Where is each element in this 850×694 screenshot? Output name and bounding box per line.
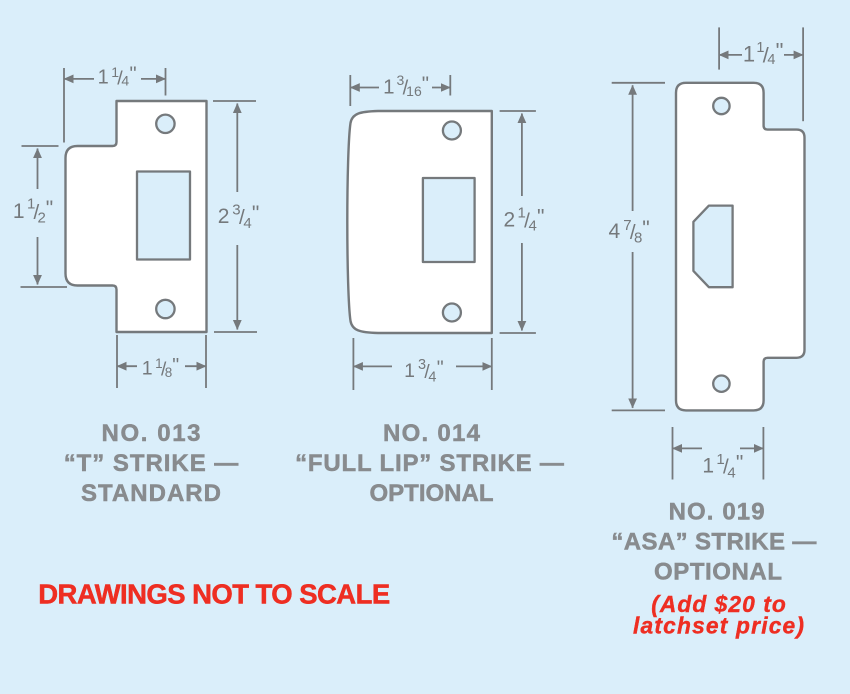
svg-text:4: 4 <box>428 369 436 385</box>
svg-text:OPTIONAL: OPTIONAL <box>654 559 782 586</box>
svg-text:3: 3 <box>418 357 426 373</box>
svg-text:4: 4 <box>767 52 775 68</box>
svg-text:“ASA” STRIKE —: “ASA” STRIKE — <box>611 529 816 556</box>
svg-text:1: 1 <box>404 360 415 382</box>
svg-text:(Add $20 to: (Add $20 to <box>651 591 786 617</box>
svg-text:1: 1 <box>111 64 119 80</box>
svg-text:NO. 014: NO. 014 <box>383 420 481 447</box>
svg-text:8: 8 <box>165 365 173 380</box>
svg-text:": " <box>422 73 429 96</box>
svg-text:4: 4 <box>243 215 251 232</box>
svg-text:16: 16 <box>406 83 422 99</box>
svg-text:1: 1 <box>756 40 764 56</box>
svg-text:3: 3 <box>396 72 404 88</box>
svg-text:4: 4 <box>608 220 620 243</box>
svg-text:/: / <box>524 209 530 232</box>
svg-text:/: / <box>117 68 123 90</box>
svg-text:“T” STRIKE —: “T” STRIKE — <box>64 450 239 477</box>
svg-text:/: / <box>630 221 636 244</box>
svg-text:3: 3 <box>232 201 240 218</box>
svg-text:": " <box>46 197 53 220</box>
svg-text:": " <box>252 202 259 225</box>
svg-text:": " <box>172 355 179 377</box>
svg-text:2: 2 <box>218 205 230 228</box>
svg-text:DRAWINGS NOT TO SCALE: DRAWINGS NOT TO SCALE <box>38 579 390 610</box>
svg-text:1: 1 <box>383 76 394 99</box>
svg-text:4: 4 <box>727 465 735 482</box>
svg-text:4: 4 <box>529 218 537 235</box>
svg-text:/: / <box>403 78 409 100</box>
svg-text:1: 1 <box>716 451 724 468</box>
svg-text:4: 4 <box>121 72 129 88</box>
svg-text:": " <box>437 357 444 379</box>
svg-text:1: 1 <box>142 358 153 380</box>
svg-text:1: 1 <box>13 200 25 223</box>
svg-text:/: / <box>424 362 430 383</box>
svg-text:NO. 019: NO. 019 <box>669 499 765 526</box>
svg-text:2: 2 <box>504 208 516 231</box>
svg-text:1: 1 <box>743 41 755 66</box>
svg-text:OPTIONAL: OPTIONAL <box>370 480 494 507</box>
svg-text:1: 1 <box>98 67 109 89</box>
svg-text:“FULL LIP” STRIKE —: “FULL LIP” STRIKE — <box>295 450 564 477</box>
svg-text:1: 1 <box>518 205 526 222</box>
svg-text:": " <box>642 217 649 240</box>
svg-text:NO. 013: NO. 013 <box>102 420 201 447</box>
svg-text:": " <box>537 205 544 228</box>
svg-text:8: 8 <box>634 230 642 247</box>
svg-text:1: 1 <box>155 356 163 371</box>
svg-text:/: / <box>723 456 729 479</box>
svg-text:/: / <box>239 206 245 229</box>
svg-text:2: 2 <box>38 209 46 226</box>
svg-text:": " <box>129 64 136 86</box>
svg-text:": " <box>776 38 784 63</box>
svg-text:/: / <box>34 201 40 224</box>
svg-text:STANDARD: STANDARD <box>81 480 221 507</box>
svg-text:1: 1 <box>27 195 35 212</box>
svg-text:/: / <box>161 360 167 381</box>
svg-text:/: / <box>763 42 769 67</box>
svg-text:7: 7 <box>623 217 631 234</box>
svg-text:1: 1 <box>702 455 714 478</box>
svg-text:": " <box>736 452 743 475</box>
svg-text:latchset price): latchset price) <box>633 613 804 639</box>
